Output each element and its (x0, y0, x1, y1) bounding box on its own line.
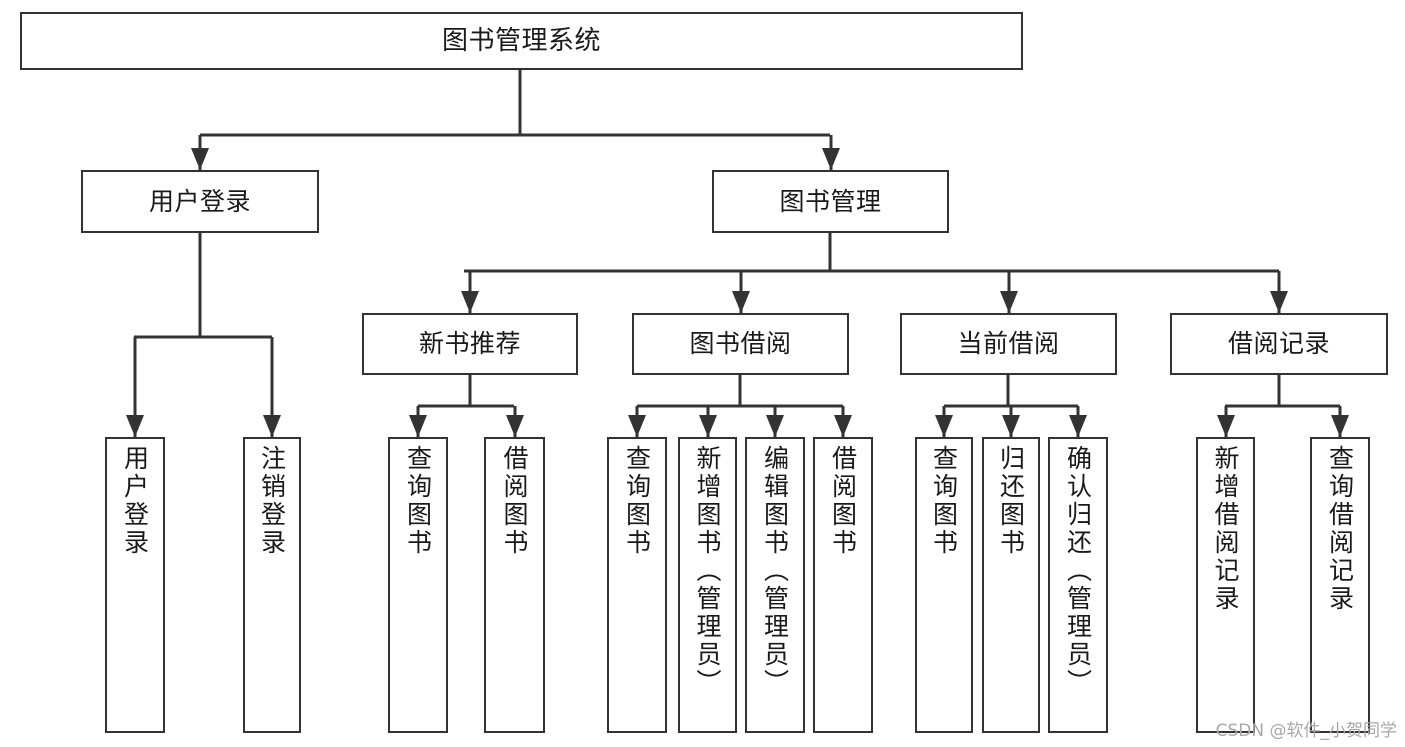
arrowhead-leaf-login-1 (126, 415, 144, 437)
node-records[interactable]: 借阅记录 (1170, 313, 1388, 375)
node-root[interactable]: 图书管理系统 (20, 12, 1023, 70)
node-label: 查询图书 (403, 445, 433, 557)
arrowhead-leaf-bor-2 (699, 415, 717, 437)
arrowhead-leaf-cur-2 (1002, 415, 1020, 437)
node-leaf-rec-1[interactable]: 新增借阅记录 (1196, 437, 1255, 733)
node-login[interactable]: 用户登录 (81, 170, 319, 233)
node-label: 查询借阅记录 (1325, 445, 1355, 613)
node-label: 图书管理 (779, 186, 882, 216)
arrowhead-bookmgmt (822, 148, 840, 170)
arrowhead-records (1270, 291, 1288, 313)
arrowhead-leaf-bor-4 (834, 415, 852, 437)
arrowhead-leaf-cur-3 (1069, 415, 1087, 437)
node-label: 注销登录 (257, 445, 287, 557)
node-leaf-login-2[interactable]: 注销登录 (243, 437, 301, 733)
arrowhead-leaf-bor-3 (766, 415, 784, 437)
node-borrow[interactable]: 图书借阅 (632, 313, 849, 375)
node-leaf-bor-1[interactable]: 查询图书 (607, 437, 667, 733)
node-label: 当前借阅 (957, 329, 1060, 359)
arrowhead-current (1000, 291, 1018, 313)
node-label: 用户登录 (148, 186, 251, 216)
arrowhead-borrow (732, 291, 750, 313)
node-leaf-new-2[interactable]: 借阅图书 (484, 437, 545, 733)
node-leaf-cur-1[interactable]: 查询图书 (915, 437, 973, 733)
node-leaf-login-1[interactable]: 用户登录 (105, 437, 165, 733)
node-label: 图书借阅 (689, 329, 792, 359)
node-label: 借阅记录 (1227, 329, 1330, 359)
node-leaf-cur-3[interactable]: 确认归还（管理员） (1048, 437, 1108, 733)
node-label: 用户登录 (120, 445, 150, 557)
arrowhead-leaf-rec-2 (1331, 415, 1349, 437)
node-label: 借阅图书 (828, 445, 858, 557)
node-label: 借阅图书 (500, 445, 529, 557)
arrowhead-leaf-bor-1 (628, 415, 646, 437)
arrowhead-newrec (461, 291, 479, 313)
node-label: 编辑图书（管理员） (760, 445, 790, 697)
node-leaf-cur-2[interactable]: 归还图书 (982, 437, 1040, 733)
node-newrec[interactable]: 新书推荐 (362, 313, 578, 375)
node-leaf-bor-3[interactable]: 编辑图书（管理员） (745, 437, 805, 733)
arrowhead-login (191, 148, 209, 170)
node-leaf-new-1[interactable]: 查询图书 (388, 437, 448, 733)
node-label: 查询图书 (622, 445, 652, 557)
node-leaf-bor-4[interactable]: 借阅图书 (813, 437, 873, 733)
node-label: 查询图书 (929, 445, 959, 557)
node-label: 图书管理系统 (441, 25, 601, 56)
node-label: 新增图书（管理员） (693, 445, 722, 697)
watermark-text: CSDN @软件_小贺同学 (1215, 721, 1397, 741)
node-leaf-rec-2[interactable]: 查询借阅记录 (1310, 437, 1370, 733)
arrowhead-leaf-rec-1 (1217, 415, 1235, 437)
node-leaf-bor-2[interactable]: 新增图书（管理员） (678, 437, 737, 733)
node-bookmgmt[interactable]: 图书管理 (712, 170, 949, 233)
node-label: 归还图书 (996, 445, 1026, 557)
node-label: 新书推荐 (418, 329, 521, 359)
arrowhead-leaf-login-2 (263, 415, 281, 437)
node-label: 新增借阅记录 (1211, 445, 1240, 613)
node-current[interactable]: 当前借阅 (900, 313, 1117, 375)
arrowhead-leaf-cur-1 (935, 415, 953, 437)
node-label: 确认归还（管理员） (1063, 445, 1093, 697)
arrowhead-leaf-new-2 (506, 415, 524, 437)
arrowhead-leaf-new-1 (409, 415, 427, 437)
